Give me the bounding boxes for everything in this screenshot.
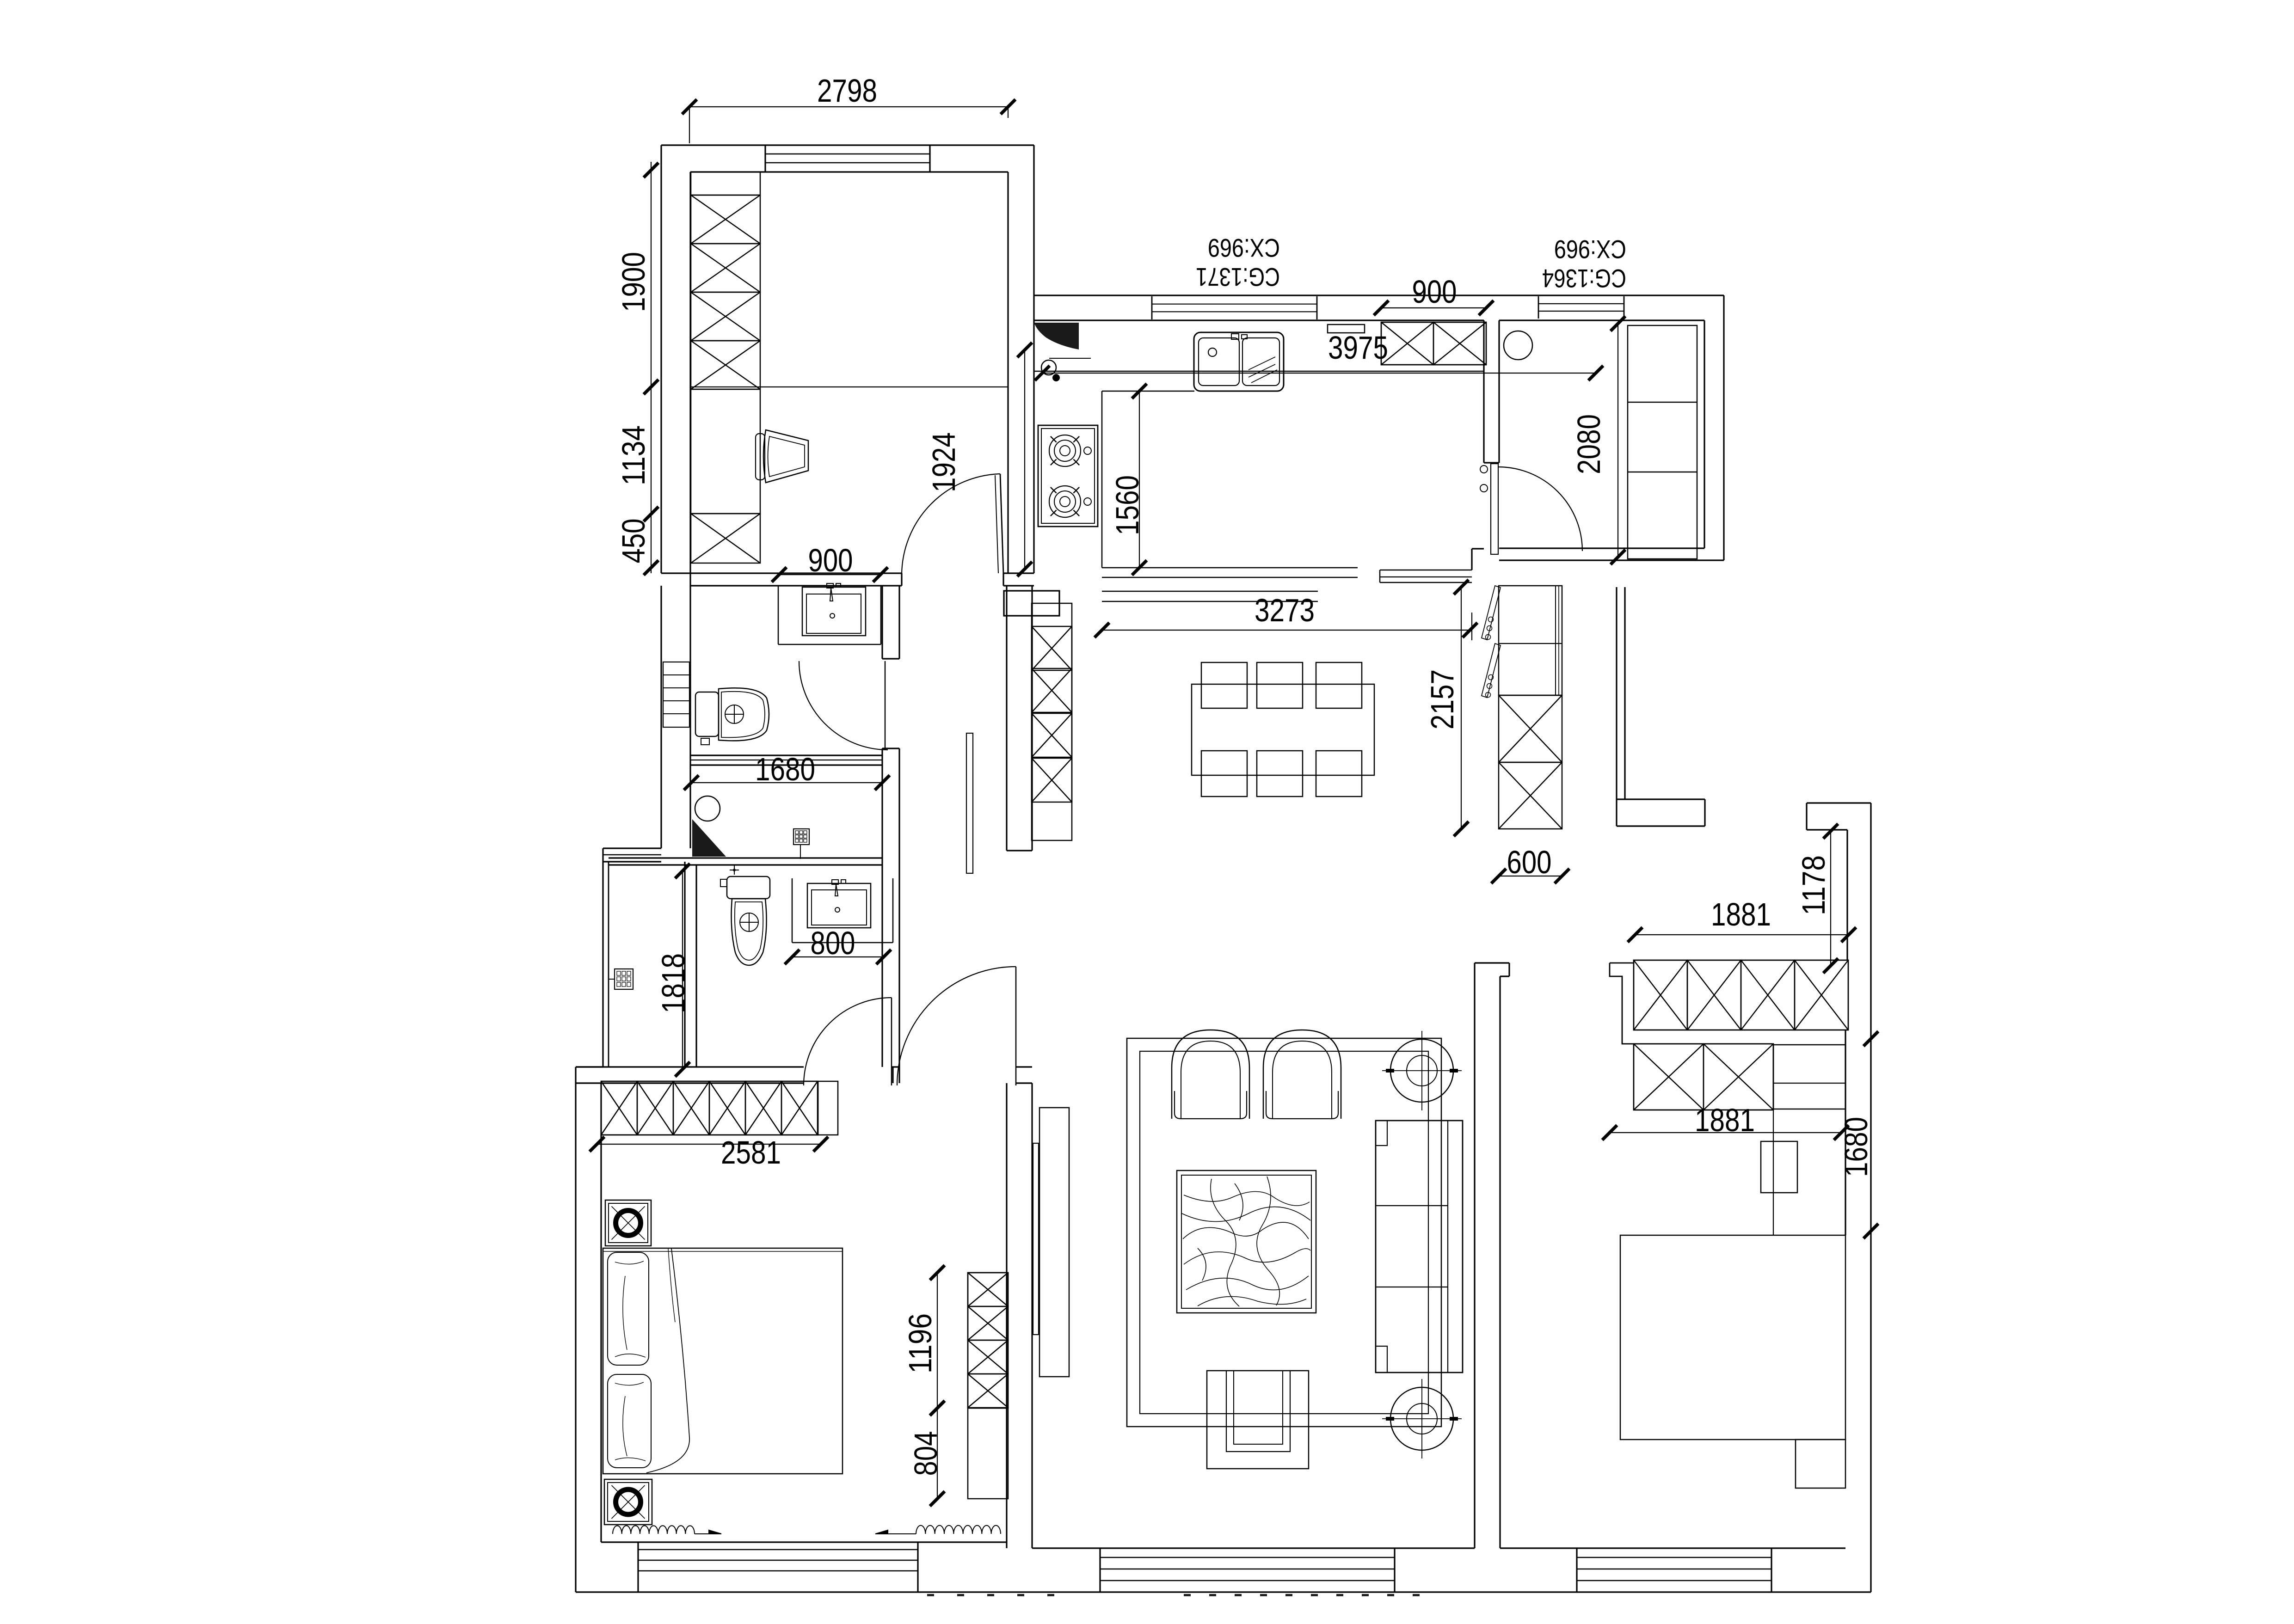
svg-text:1196: 1196 xyxy=(902,1313,938,1373)
svg-text:804: 804 xyxy=(908,1431,944,1476)
svg-text:2157: 2157 xyxy=(1424,669,1460,729)
svg-text:1924: 1924 xyxy=(926,432,962,492)
svg-text:1900: 1900 xyxy=(615,252,652,312)
svg-text:3975: 3975 xyxy=(1328,330,1388,366)
svg-text:900: 900 xyxy=(808,542,853,578)
svg-text:CG:1364: CG:1364 xyxy=(1542,264,1626,293)
svg-text:900: 900 xyxy=(1412,274,1457,310)
svg-text:1818: 1818 xyxy=(655,953,691,1013)
svg-text:3273: 3273 xyxy=(1255,592,1315,628)
svg-text:600: 600 xyxy=(1507,844,1552,880)
svg-text:1680: 1680 xyxy=(1838,1117,1874,1177)
svg-text:450: 450 xyxy=(615,519,652,564)
svg-text:2798: 2798 xyxy=(817,73,877,109)
svg-text:1881: 1881 xyxy=(1711,896,1771,932)
svg-text:CX:969: CX:969 xyxy=(1554,235,1626,264)
svg-text:2080: 2080 xyxy=(1571,414,1607,474)
svg-text:1560: 1560 xyxy=(1109,475,1145,535)
svg-text:1178: 1178 xyxy=(1796,855,1832,915)
svg-text:CX:969: CX:969 xyxy=(1208,233,1280,263)
svg-text:2581: 2581 xyxy=(721,1134,781,1171)
svg-text:1134: 1134 xyxy=(615,425,652,485)
svg-text:1680: 1680 xyxy=(755,751,815,787)
svg-text:CG:1371: CG:1371 xyxy=(1196,263,1280,292)
